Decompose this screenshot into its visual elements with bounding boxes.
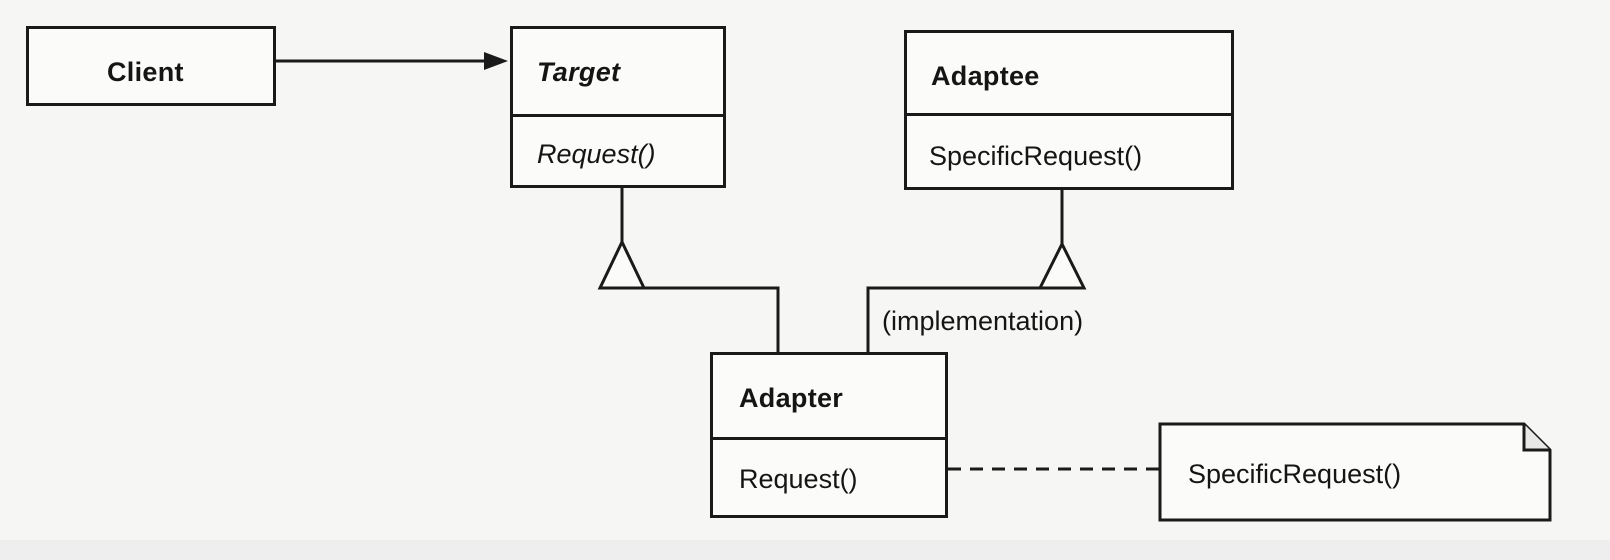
bottom-margin-band [0,540,1610,560]
client-class-box: Client [26,26,276,106]
adaptee-class-name: Adaptee [931,61,1040,91]
adapter-class-name: Adapter [739,383,844,413]
adapter-to-adaptee-implementation-line [866,286,1040,352]
note-text: SpecificRequest() [1188,459,1402,489]
note-outline [1158,422,1552,522]
implementation-note: SpecificRequest() [1160,424,1552,520]
client-class-name: Client [107,57,184,87]
implementation-label: (implementation) [882,306,1084,336]
target-class-box: Target Request() [510,26,726,188]
adapter-to-target-generalization-line [644,286,780,352]
association-arrowhead-icon [484,52,508,70]
adapter-operation: Request() [713,437,945,515]
generalization-triangle-icon [597,238,647,290]
implementation-triangle-icon [1037,240,1087,290]
note-folded-corner-icon [1522,424,1550,452]
adapter-class-box: Adapter Request() [710,352,948,518]
adaptee-operation: SpecificRequest() [907,113,1231,187]
adaptee-class-box: Adaptee SpecificRequest() [904,30,1234,190]
target-class-name: Target [537,57,621,87]
target-operation: Request() [513,114,723,185]
